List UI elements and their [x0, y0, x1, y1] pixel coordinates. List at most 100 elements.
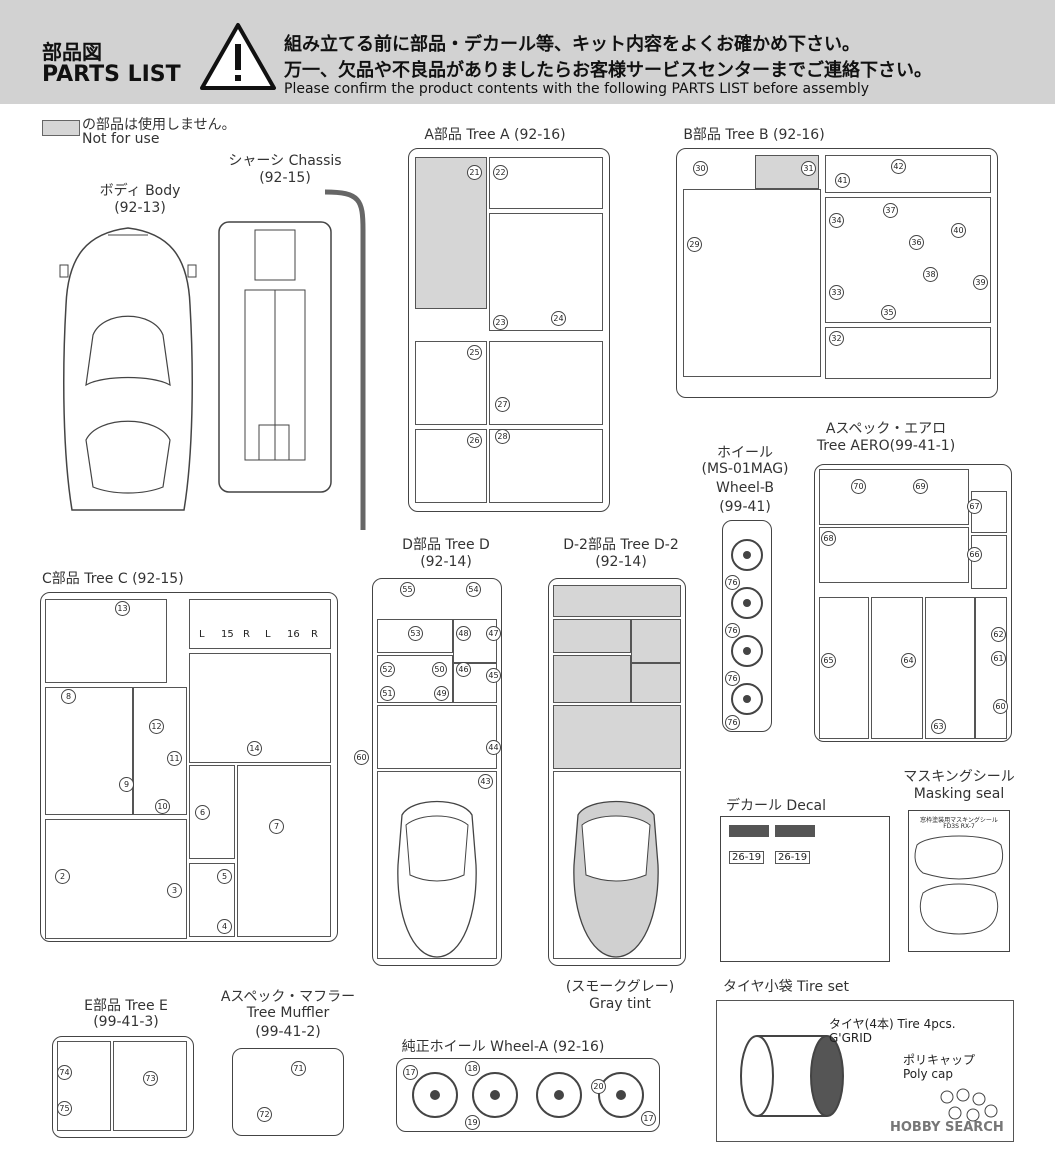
- tree-d2-grey-46: [631, 663, 681, 703]
- wheel-b-code2: (99-41): [719, 499, 771, 515]
- part-number: 52: [380, 662, 395, 677]
- decal-plate-black: [729, 825, 769, 837]
- aero-cell-62: [975, 597, 1007, 739]
- wheel-a-frame: 17 18 20 19 17: [396, 1058, 660, 1132]
- tree-a-cell-26: [415, 429, 487, 503]
- part-number: 13: [115, 601, 130, 616]
- part-number: 71: [291, 1061, 306, 1076]
- tree-c-cell-13: [45, 599, 167, 683]
- tire-text: タイヤ(4本) Tire 4pcs.: [829, 1017, 956, 1031]
- tree-a-cell-27: [489, 341, 603, 425]
- body-code: (92-13): [114, 200, 166, 216]
- part-number: 66: [967, 547, 982, 562]
- tree-b-cell-32: [825, 327, 991, 379]
- tree-c-cell-7: [237, 765, 331, 937]
- legend-en: Not for use: [82, 131, 160, 147]
- part-number: 45: [486, 668, 501, 683]
- tree-d-cell-43: [377, 771, 497, 959]
- tree-b-cell-29: [683, 189, 821, 377]
- tree-d2-grey-52: [553, 655, 631, 703]
- tree-d2-label: D-2部品 Tree D-2: [563, 537, 679, 553]
- part-number: 73: [143, 1071, 158, 1086]
- windshield-clear-drawing: [397, 800, 477, 958]
- tree-d2-grey-44: [553, 705, 681, 769]
- aero-cell-65: [819, 597, 869, 739]
- tree-d2-code: (92-14): [595, 554, 647, 570]
- part-number: 51: [380, 686, 395, 701]
- part-number: 47: [486, 626, 501, 641]
- part-number: 49: [434, 686, 449, 701]
- tree-c-cell-8: [45, 687, 133, 815]
- part-number: 42: [891, 159, 906, 174]
- tree-a-frame: 21 22 23 24 25 26 27 28: [408, 148, 610, 512]
- part-number: 64: [901, 653, 916, 668]
- header-banner: 部品図 PARTS LIST 組み立てる前に部品・デカール等、キット内容をよくお…: [0, 0, 1055, 104]
- aero-cell-68: [819, 527, 969, 583]
- part-number: 50: [432, 662, 447, 677]
- part-number: 26: [467, 433, 482, 448]
- part-number: 9: [119, 777, 134, 792]
- part-number: 46: [456, 662, 471, 677]
- windshield-tint-drawing: [573, 800, 659, 958]
- part-number: 60: [993, 699, 1008, 714]
- part-number: 10: [155, 799, 170, 814]
- aero-en-code: Tree AERO(99-41-1): [806, 438, 966, 454]
- part-number: 38: [923, 267, 938, 282]
- tint-jp: (スモークグレー): [565, 979, 675, 995]
- masking-sheet-title: 窓枠塗装用マスキングシール: [920, 817, 998, 824]
- tree-e-cell-74: [57, 1041, 111, 1131]
- aero-cell-66: [971, 535, 1007, 589]
- part-number: 24: [551, 311, 566, 326]
- part-number: 32: [829, 331, 844, 346]
- part-number: 7: [269, 819, 284, 834]
- wheel-b-frame: 76 76 76 76: [722, 520, 772, 732]
- part-number: 36: [909, 235, 924, 250]
- part-number: 11: [167, 751, 182, 766]
- tree-d2-grey-48: [631, 619, 681, 663]
- poly-cap-drawing: [940, 1088, 998, 1122]
- tree-muffler-frame: 71 72: [232, 1048, 344, 1136]
- part-number: 22: [493, 165, 508, 180]
- part-number: 68: [821, 531, 836, 546]
- chassis-code: (92-15): [259, 170, 311, 186]
- part-number: 53: [408, 626, 423, 641]
- tree-b-frame: 30 31 42 41 34 37 36 40 29 33 38 39 35 3…: [676, 148, 998, 398]
- warning-icon: [200, 23, 276, 90]
- part-number: 19: [465, 1115, 480, 1130]
- decal-plate-black: [775, 825, 815, 837]
- part-number: 44: [486, 740, 501, 755]
- decal-plate-number: 26-19: [775, 851, 811, 864]
- tree-a-cell-22: [489, 157, 603, 209]
- tree-a-grey-cell: [415, 157, 487, 309]
- aero-cell-63: [925, 597, 975, 739]
- part-number: 63: [931, 719, 946, 734]
- tree-a-cell-seats: [489, 213, 603, 331]
- warning-line-3: Please confirm the product contents with…: [284, 81, 869, 97]
- masking-jp: マスキングシール: [903, 769, 1015, 785]
- wheel-b-code1: (MS-01MAG): [701, 461, 789, 477]
- tree-d-frame: [372, 578, 502, 966]
- tree-d-cell-44: [377, 705, 497, 769]
- tree-b-label: B部品 Tree B (92-16): [683, 127, 825, 143]
- part-number: 2: [55, 869, 70, 884]
- tree-aero-frame: 70 69 67 68 66 65 64 62 61 63 60: [814, 464, 1012, 742]
- wheel-mark: L: [265, 629, 271, 640]
- wheel-a-drawing: [412, 1072, 644, 1118]
- masking-shapes: [914, 835, 1004, 935]
- warning-line-2: 万一、欠品や不良品がありましたらお客様サービスセンターまでご連絡下さい。: [284, 60, 932, 81]
- part-number: 74: [57, 1065, 72, 1080]
- chassis-label: シャーシ Chassis: [228, 153, 342, 169]
- part-number: 70: [851, 479, 866, 494]
- masking-en: Masking seal: [913, 786, 1005, 802]
- part-number: 14: [247, 741, 262, 756]
- title-jp: 部品図: [42, 40, 102, 64]
- tree-b-cell-42: [825, 155, 991, 193]
- wheel-mark: 15: [221, 629, 234, 640]
- wheel-mark: R: [311, 629, 318, 640]
- tire-drawing: [740, 1035, 844, 1117]
- masking-sheet: 窓枠塗装用マスキングシール FD3S RX-7: [908, 810, 1010, 952]
- aero-cell-70: [819, 469, 969, 525]
- tree-c-cell-wheels: [189, 599, 331, 649]
- part-number: 30: [693, 161, 708, 176]
- part-number: 41: [835, 173, 850, 188]
